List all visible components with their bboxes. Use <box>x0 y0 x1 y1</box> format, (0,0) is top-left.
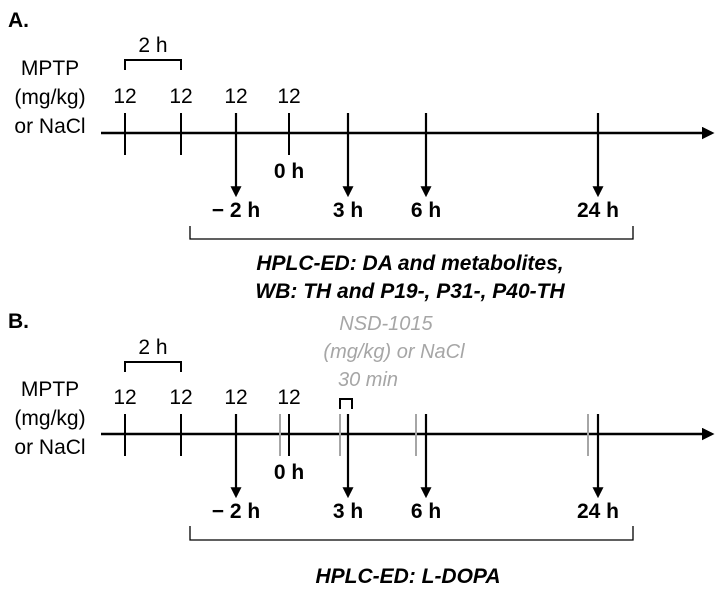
interval-label: 2 h <box>138 34 167 57</box>
analysis-label: HPLC-ED: L-DOPA <box>315 565 500 588</box>
timepoint-label-2: 3 h <box>333 199 363 222</box>
drug-label-line-1: NSD-1015 <box>339 313 433 335</box>
treatment-label-line-2: (mg/kg) <box>14 407 85 430</box>
analysis-label-line-2: WB: TH and P19-, P31-, P40-TH <box>255 280 565 303</box>
panel-b-label: B. <box>8 310 29 333</box>
drug-label-line-2: (mg/kg) or NaCl <box>323 341 465 363</box>
dose-label-4: 12 <box>277 386 300 409</box>
interval-bracket <box>124 361 182 372</box>
analysis-bracket <box>189 226 634 240</box>
treatment-label-line-3: or NaCl <box>14 115 85 138</box>
zero-hour-label: 0 h <box>274 461 304 484</box>
panel-b: B. MPTP (mg/kg) or NaCl 2 h NSD-1015 (mg… <box>8 310 715 588</box>
dose-label-3: 12 <box>224 386 247 409</box>
panel-a-label: A. <box>8 9 29 32</box>
timepoint-label-4: 24 h <box>577 500 619 523</box>
timepoint-label-2: 3 h <box>333 500 363 523</box>
dose-label-1: 12 <box>113 85 136 108</box>
treatment-label-line-1: MPTP <box>21 57 79 80</box>
dose-label-1: 12 <box>113 386 136 409</box>
dose-label-2: 12 <box>169 386 192 409</box>
panel-a: A. MPTP (mg/kg) or NaCl 2 h 12 12 12 12 … <box>8 9 715 303</box>
treatment-label-line-1: MPTP <box>21 378 79 401</box>
dose-label-2: 12 <box>169 85 192 108</box>
interval-label: 2 h <box>138 336 167 359</box>
analysis-bracket <box>189 526 634 541</box>
treatment-label-line-2: (mg/kg) <box>14 86 85 109</box>
zero-hour-label: 0 h <box>274 160 304 183</box>
timepoint-label-3: 6 h <box>411 500 441 523</box>
interval-bracket <box>124 59 182 70</box>
timepoint-label-3: 6 h <box>411 199 441 222</box>
timepoint-label-1: − 2 h <box>212 500 260 523</box>
dose-label-4: 12 <box>277 85 300 108</box>
dose-label-3: 12 <box>224 85 247 108</box>
analysis-label-line-1: HPLC-ED: DA and metabolites, <box>256 252 563 275</box>
pretreatment-bracket <box>339 398 353 409</box>
pretreatment-label: 30 min <box>338 369 398 391</box>
treatment-label-line-3: or NaCl <box>14 436 85 459</box>
timepoint-label-4: 24 h <box>577 199 619 222</box>
timepoint-label-1: − 2 h <box>212 199 260 222</box>
